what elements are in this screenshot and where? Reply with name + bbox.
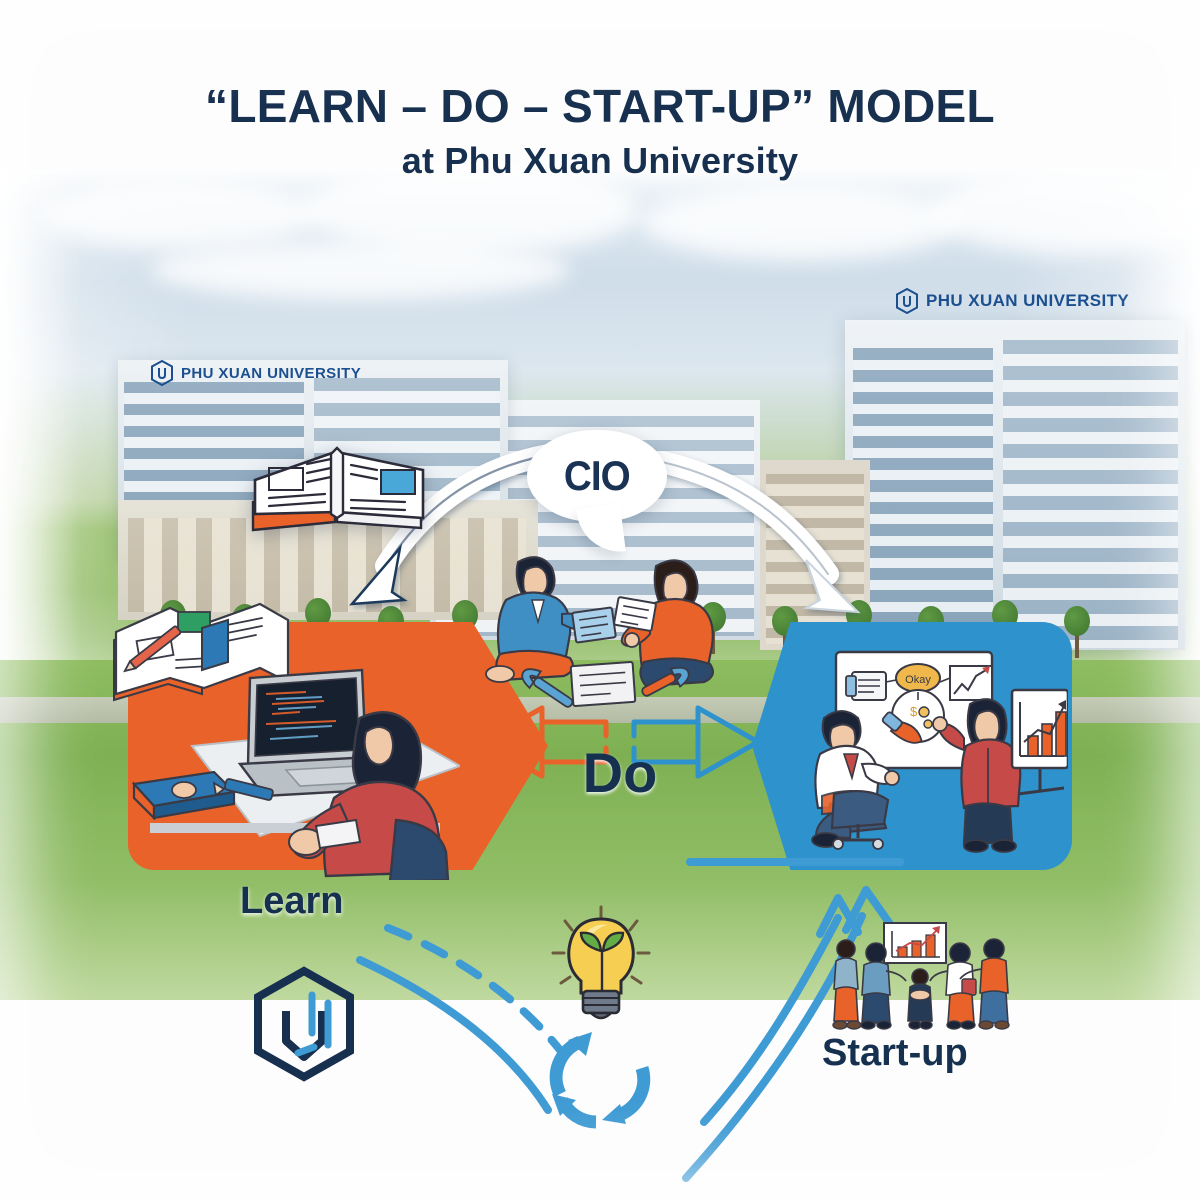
center-document xyxy=(569,661,637,707)
startup-person-seated xyxy=(811,710,900,850)
speech-bubble: CIO xyxy=(527,430,667,557)
stage-label-startup: Start-up xyxy=(822,1032,968,1074)
hexagon-logo-icon xyxy=(254,966,354,1082)
bulb-base xyxy=(581,989,621,1015)
scene-learn-illustration xyxy=(113,602,460,880)
team-person-3 xyxy=(907,968,933,1030)
desk-pencil-icon xyxy=(212,778,274,801)
open-book-icon xyxy=(251,446,425,532)
center-student-left xyxy=(485,556,617,683)
leaf-right xyxy=(601,931,625,953)
startup-person-standing xyxy=(932,698,1022,853)
leaf-left xyxy=(579,931,603,953)
cloud xyxy=(930,170,1200,254)
chair xyxy=(388,818,450,880)
notebook-icon xyxy=(131,770,237,821)
campus-building-right xyxy=(845,320,1185,650)
svg-text:$: $ xyxy=(910,704,918,719)
team-person-1 xyxy=(832,939,862,1030)
rocket-icon xyxy=(881,711,923,744)
tree xyxy=(1064,606,1090,658)
building-sign-right: PHU XUAN UNIVERSITY xyxy=(895,288,1129,314)
whiteboard-doc-icon xyxy=(845,671,887,701)
stage-label-learn: Learn xyxy=(240,880,344,922)
page-title: “LEARN – DO – START-UP” MODEL at Phu Xua… xyxy=(0,80,1200,182)
pencil-icon xyxy=(123,625,182,673)
team-person-5 xyxy=(959,938,1010,1030)
bidirectional-arrows xyxy=(479,705,761,779)
hexagon-logo-icon xyxy=(151,360,173,386)
cycle-arrows-icon xyxy=(549,1032,651,1129)
hexagon-logo-icon xyxy=(896,288,918,314)
cloud xyxy=(40,180,320,250)
lightbulb-sprout-icon xyxy=(551,905,651,1020)
title-line-2: at Phu Xuan University xyxy=(401,139,799,181)
do-arrow-band: Do xyxy=(420,700,820,820)
title-line-1: “LEARN – DO – START-UP” MODEL xyxy=(205,80,995,132)
bar-chart-monitor xyxy=(1010,688,1068,796)
desk-edge xyxy=(150,823,440,833)
cloud xyxy=(640,184,960,260)
building-sign-right-text: PHU XUAN UNIVERSITY xyxy=(926,291,1130,310)
cloud xyxy=(150,240,570,300)
office-chair xyxy=(830,789,890,830)
startup-team-icon xyxy=(832,922,1010,1030)
svg-text:Okay: Okay xyxy=(905,674,931,686)
speech-bubble-text: CIO xyxy=(564,452,631,499)
scene-startup-illustration: Okay $ xyxy=(811,650,1068,853)
team-person-4 xyxy=(929,942,977,1030)
wrench-icon xyxy=(521,668,574,708)
center-student-right xyxy=(613,559,714,688)
pliers-icon xyxy=(641,666,690,697)
stage-label-do: Do xyxy=(582,740,658,804)
student-figure xyxy=(288,711,450,880)
scene-center-illustration xyxy=(485,556,714,708)
building-sign-left: PHU XUAN UNIVERSITY xyxy=(150,360,361,386)
building-sign-left-text: PHU XUAN UNIVERSITY xyxy=(181,364,362,382)
